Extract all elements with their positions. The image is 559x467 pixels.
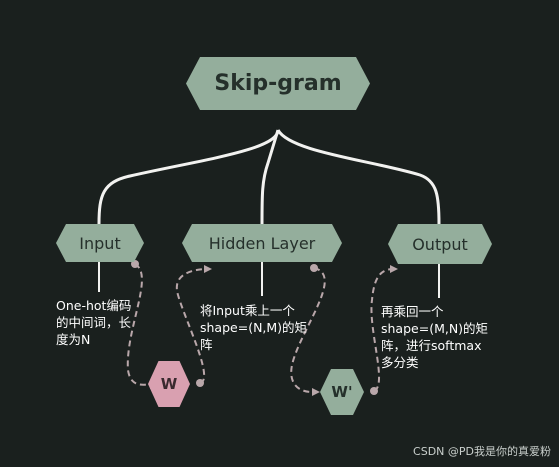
flow-hidden-to-wprime-arrow bbox=[312, 388, 320, 396]
csdn-watermark: CSDN @PD我是你的真爱粉 bbox=[413, 445, 551, 458]
w-prime-matrix-node: W' bbox=[320, 368, 364, 416]
branch-middle bbox=[260, 129, 280, 225]
output-node: Output bbox=[388, 224, 492, 264]
input-node: Input bbox=[56, 224, 144, 262]
input-label: Input bbox=[79, 233, 121, 253]
flow-wprime-to-output-arrow bbox=[390, 265, 398, 273]
input-note: One-hot编码 的中间词，长 度为N bbox=[56, 298, 132, 347]
flow-input-start bbox=[131, 260, 139, 268]
flow-wprime-start bbox=[370, 387, 378, 395]
hidden-layer-note: 将Input乘上一个 shape=(N,M)的矩 阵 bbox=[200, 303, 308, 352]
branch-left bbox=[97, 129, 280, 225]
w-prime-matrix-label: W' bbox=[331, 383, 353, 401]
w-matrix-label: W bbox=[160, 375, 178, 393]
skip-gram-title-node: Skip-gram bbox=[186, 57, 370, 110]
flow-hidden-start bbox=[310, 264, 318, 272]
flow-hidden-to-wprime bbox=[290, 267, 326, 393]
output-label: Output bbox=[412, 234, 468, 254]
hidden-layer-node: Hidden Layer bbox=[182, 224, 342, 262]
flow-w-start bbox=[196, 379, 204, 387]
flow-w-to-hidden bbox=[175, 268, 206, 384]
w-matrix-node: W bbox=[148, 360, 190, 408]
output-note: 再乘回一个 shape=(M,N)的矩 阵，进行softmax 多分类 bbox=[381, 304, 489, 370]
flow-w-to-hidden-arrow bbox=[204, 265, 212, 273]
hidden-layer-label: Hidden Layer bbox=[208, 233, 316, 253]
branch-right bbox=[276, 129, 441, 225]
skip-gram-title: Skip-gram bbox=[214, 71, 342, 96]
flow-wprime-to-output bbox=[370, 268, 393, 392]
